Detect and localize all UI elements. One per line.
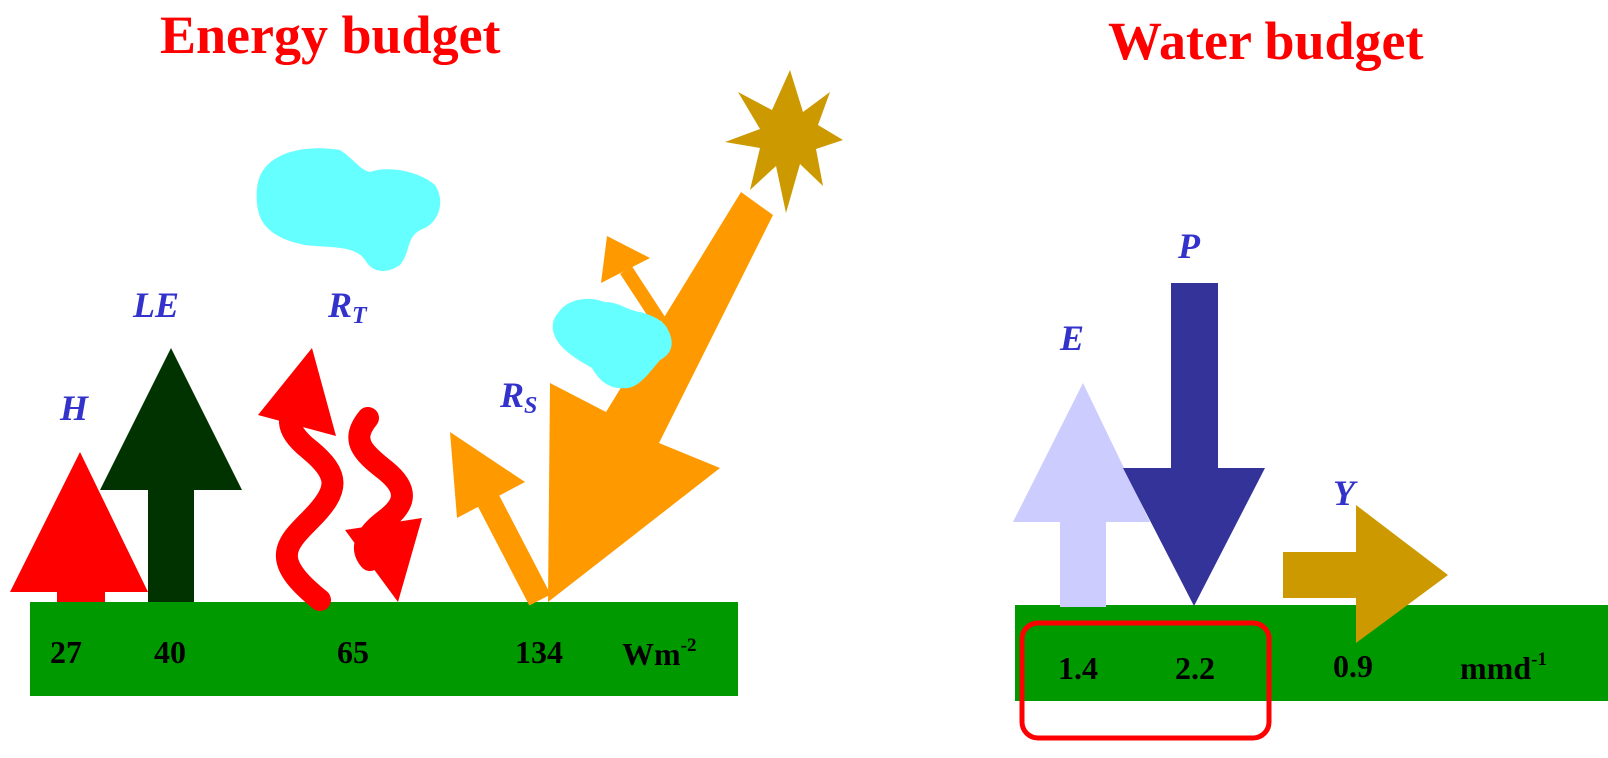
water-unit: mmd-1 (1460, 650, 1547, 684)
cloud-icon (552, 298, 672, 389)
LE-value: 40 (154, 634, 186, 670)
cloud-icon (256, 148, 441, 272)
water-unit-exp: -1 (1531, 649, 1547, 670)
E-value: 1.4 (1058, 650, 1098, 686)
highlight-box (1019, 620, 1272, 741)
P-label: P (1178, 226, 1200, 266)
RT-label-sub: T (352, 303, 367, 329)
LE-label: LE (133, 285, 180, 325)
RT-arrows (258, 348, 422, 611)
LE-arrow (100, 348, 242, 602)
water-unit-base: mmd (1460, 650, 1532, 686)
H-label: H (60, 388, 89, 428)
E-arrow (1013, 383, 1150, 607)
sun-icon (725, 70, 843, 213)
energy-ground-bar (30, 602, 738, 696)
Y-arrow (1283, 505, 1448, 643)
Y-value: 0.9 (1333, 648, 1373, 684)
RT-label-main: R (328, 285, 353, 325)
P-value: 2.2 (1175, 650, 1215, 686)
energy-unit-exp: -2 (680, 635, 697, 656)
RS-label-sub: S (524, 393, 538, 419)
E-label: E (1060, 318, 1085, 358)
H-arrow (10, 452, 148, 602)
energy-unit-base: Wm (622, 636, 681, 672)
energy-budget-title: Energy budget (160, 5, 501, 65)
RS-value: 134 (515, 634, 563, 670)
RT-value: 65 (337, 634, 369, 670)
energy-unit: Wm-2 (622, 636, 696, 670)
RS-label-main: R (500, 375, 525, 415)
RS-label: RS (500, 377, 537, 418)
RT-label: RT (328, 287, 367, 328)
H-value: 27 (50, 634, 82, 670)
P-arrow (1123, 283, 1265, 606)
RS-arrows (450, 192, 773, 606)
Y-label: Y (1333, 473, 1355, 513)
water-budget-title: Water budget (1108, 11, 1424, 71)
